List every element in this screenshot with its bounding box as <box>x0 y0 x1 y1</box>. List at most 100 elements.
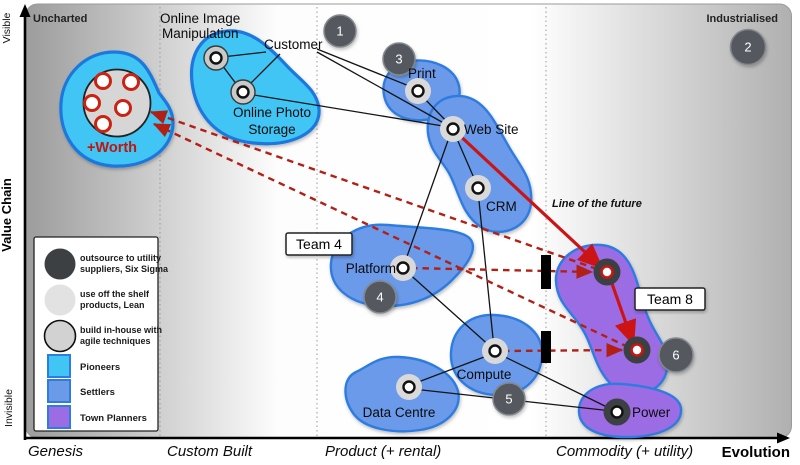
badge-circle <box>363 280 397 314</box>
label-online-image-line2: Manipulation <box>162 26 239 41</box>
node-dot <box>396 261 410 275</box>
team4-box: Team 4 <box>285 232 353 256</box>
legend-dark-circle-icon <box>44 248 76 280</box>
node-team8-top <box>593 258 621 286</box>
numbered-badges: 1 2 3 4 5 6 <box>323 14 767 416</box>
legend-outsource-line1: outsource to utility <box>80 253 161 263</box>
barrier-bars <box>541 255 551 363</box>
label-industrialised: Industrialised <box>706 13 778 25</box>
dashed-compute-to-team8bottom <box>502 342 624 358</box>
legend-item-settlers: Settlers <box>47 379 115 403</box>
badge-number: 4 <box>376 290 383 305</box>
node-dot <box>402 380 416 394</box>
team4-rect <box>285 232 353 256</box>
badge-circle <box>323 14 357 48</box>
worth-sub-circles <box>83 72 140 133</box>
label-compute: Compute <box>457 367 512 382</box>
badge-2: 2 <box>729 28 767 66</box>
node-dot-red <box>630 343 644 357</box>
legend-item-outsource: outsource to utility suppliers, Six Sigm… <box>44 248 169 280</box>
x-axis-stage-labels: Genesis Custom Built Product (+ rental) … <box>28 443 790 461</box>
edge-compute-power <box>498 353 614 411</box>
legend-town-planners-swatch <box>47 405 71 429</box>
badge-number: 6 <box>672 348 679 363</box>
label-invisible: Invisible <box>3 389 15 427</box>
label-customer: Customer <box>264 37 323 52</box>
badge-circle <box>729 28 767 66</box>
label-commodity-utility: Commodity (+ utility) <box>556 443 693 460</box>
label-data-centre: Data Centre <box>363 405 436 420</box>
badge-3: 3 <box>382 42 416 76</box>
label-line-of-the-future: Line of the future <box>552 198 642 210</box>
badge-number: 1 <box>336 24 343 39</box>
barrier-bar-bottom <box>541 331 551 363</box>
label-evolution: Evolution <box>722 444 790 461</box>
team8-rect <box>634 287 706 311</box>
edge-customer-print <box>316 48 415 89</box>
legend-item-town-planners: Town Planners <box>47 405 147 429</box>
label-genesis: Genesis <box>28 443 84 460</box>
legend-pioneers-swatch <box>47 354 71 378</box>
badge-circle <box>382 42 416 76</box>
label-online-image-line1: Online Image <box>160 11 240 26</box>
label-online-photo-line1: Online Photo <box>233 105 311 120</box>
label-print: Print <box>408 66 436 81</box>
edge-customer-ops <box>246 53 281 88</box>
movement-lines <box>149 110 637 358</box>
team-boxes: Team 4 Team 8 <box>285 232 706 311</box>
worth-cluster <box>82 68 152 138</box>
legend-town-planners-label: Town Planners <box>80 413 147 424</box>
label-custom-built: Custom Built <box>167 443 253 460</box>
legend-settlers-swatch <box>47 379 71 403</box>
edge-ops-website <box>247 93 450 128</box>
node-team8-bottom <box>623 336 651 364</box>
edge-customer-oim <box>221 51 267 58</box>
legend: outsource to utility suppliers, Six Sigm… <box>33 236 169 432</box>
node-compute <box>482 338 508 364</box>
edge-platform-compute <box>405 270 493 349</box>
label-uncharted: Uncharted <box>33 13 87 25</box>
worth-sub-circle <box>94 72 112 90</box>
legend-item-off-the-shelf: use off the shelf products, Lean <box>44 284 150 316</box>
legend-shelf-line2: products, Lean <box>80 300 145 310</box>
node-dot <box>209 51 223 65</box>
label-value-chain: Value Chain <box>0 178 14 252</box>
worth-sub-circle <box>114 99 132 117</box>
badge-4: 4 <box>363 280 397 314</box>
dashed-team8top-to-worth <box>149 110 598 271</box>
label-online-photo-line2: Storage <box>248 122 295 137</box>
legend-shelf-line1: use off the shelf <box>80 289 150 299</box>
badge-number: 5 <box>505 392 512 407</box>
team8-box: Team 8 <box>634 287 706 311</box>
node-dot <box>471 181 485 195</box>
node-dot <box>411 84 425 98</box>
node-print <box>405 78 431 104</box>
x-axis-arrow-icon <box>777 432 790 444</box>
node-platform <box>390 255 416 281</box>
node-dot-red <box>600 265 614 279</box>
legend-inhouse-line2: agile techniques <box>80 336 151 346</box>
legend-light-circle-icon <box>44 284 76 316</box>
node-dot <box>236 85 250 99</box>
axes <box>19 4 790 444</box>
badge-1: 1 <box>323 14 357 48</box>
legend-item-build-inhouse: build in-house with agile techniques <box>43 319 162 353</box>
node-power <box>603 398 631 426</box>
badge-5: 5 <box>492 382 526 416</box>
node-dot <box>446 122 460 136</box>
team4-label: Team 4 <box>296 236 342 252</box>
node-online-image-manipulation <box>203 45 229 71</box>
node-data-centre <box>396 374 422 400</box>
badge-number: 3 <box>395 52 402 67</box>
label-power: Power <box>632 405 671 420</box>
label-platform: Platform <box>346 261 396 276</box>
node-dot <box>488 344 502 358</box>
edge-customer-website <box>316 51 450 127</box>
legend-item-pioneers: Pioneers <box>47 354 120 378</box>
worth-sub-circle <box>122 73 140 91</box>
badge-number: 2 <box>744 40 751 55</box>
legend-pioneers-label: Pioneers <box>80 362 120 373</box>
node-web-site <box>440 116 466 142</box>
badge-circle <box>492 382 526 416</box>
